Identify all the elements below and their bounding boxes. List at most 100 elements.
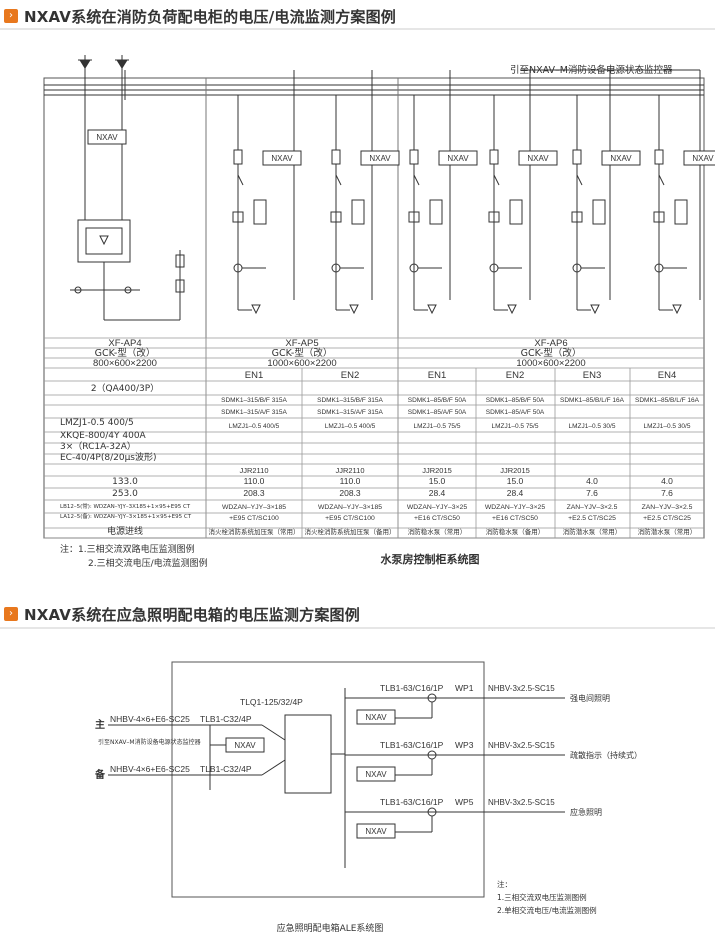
column-head: EN1: [245, 370, 263, 381]
backup-feed-label: 备: [94, 768, 106, 781]
cable-spec: +E95 CT/SC100: [229, 515, 279, 522]
feeder-drop: [408, 95, 443, 315]
feeder-drop: [232, 95, 267, 315]
ap4-spec: LB12–5(常): WDZAN–YJY–3X185+1×95+E95 CT: [60, 502, 191, 510]
cable-spec: +E16 CT/SC50: [492, 515, 538, 522]
diagram-caption: 应急照明配电箱ALE系统图: [277, 922, 384, 934]
load-use: 消防潜水泵（常用）: [563, 527, 622, 536]
backup-cable: NHBV-4×6+E6-SC25: [110, 764, 190, 774]
current-a: 7.6: [661, 488, 673, 498]
ct-spec: LMZJ1–0.5 400/5: [229, 423, 280, 430]
circuit-load: 应急照明: [570, 807, 602, 817]
section2-title: NXAV系统在应急照明配电箱的电压监测方案图例: [24, 605, 360, 624]
circuit-code: WP3: [455, 740, 474, 750]
circuit-cable: NHBV-3x2.5-SC15: [488, 741, 555, 750]
starter-spec: JJR2015: [422, 466, 452, 475]
monitor-note: 引至NXAV–M消防设备电源状态监控器: [98, 738, 201, 746]
panel-size: 800×600×2200: [93, 358, 157, 369]
diagram-caption: 水泵房控制柜系统图: [381, 552, 480, 566]
ap4-spec: EC-40/4P(8/20μs波形): [60, 451, 157, 463]
ct-spec: LMZJ1–0.5 30/5: [644, 423, 691, 430]
power-kw: 110.0: [340, 476, 361, 486]
circuit-breaker: TLB1-63/C16/1P: [380, 740, 444, 750]
nxav-module-circuit: NXAV: [356, 709, 396, 725]
cable-spec: ZAN–YJV–3×2.5: [642, 504, 693, 511]
cable-spec: WDZAN–YJY–3×25: [407, 504, 467, 511]
nxav-module-circuit: NXAV: [356, 766, 396, 782]
switch-spec: SDMK1–85/B/L/F 16A: [635, 397, 700, 404]
note-line: 2.单相交流电压/电流监测图例: [497, 905, 597, 915]
nxav-label: NXAV: [271, 154, 293, 163]
cable-spec: ZAN–YJV–3×2.5: [567, 504, 618, 511]
ap4-spec: XKQE-800/4Y 400A: [60, 431, 147, 441]
panel-type: GCK-型（改）: [95, 347, 156, 359]
cable-spec: +E95 CT/SC100: [325, 515, 375, 522]
chevron-right-icon: ›: [4, 607, 18, 621]
switch-spec: SDMK1–315/B/F 315A: [221, 397, 287, 404]
nxav-module-ap4: NXAV: [87, 129, 127, 145]
load-use: 消防稳水泵（备用）: [486, 527, 545, 536]
load-use: 消火栓消防系统加压泵（常用）: [209, 527, 300, 536]
panel-type: GCK-型（改）: [272, 347, 333, 359]
nxav-module: NXAV: [518, 150, 558, 166]
switch-spec: SDMK1–85/B/F 50A: [408, 397, 467, 404]
panel-size: 1000×600×2200: [267, 358, 336, 369]
ap4-spec: 2（QA400/3P）: [91, 383, 159, 394]
switch-spec: SDMK1–85/B/L/F 16A: [560, 397, 625, 404]
nxav-label: NXAV: [365, 713, 387, 722]
note-line: 2.三相交流电压/电流监测图例: [88, 557, 208, 569]
nxav-module: NXAV: [438, 150, 478, 166]
circuit-breaker: TLB1-63/C16/1P: [380, 797, 444, 807]
cable-spec: +E16 CT/SC50: [414, 515, 460, 522]
main-breaker: TLB1-C32/4P: [200, 714, 252, 724]
cable-spec: WDZAN–YJY–3×185: [318, 504, 382, 511]
circuit-load: 疏散指示（持续式）: [570, 750, 642, 760]
switch-spec: SDMK1–85/B/F 50A: [486, 397, 545, 404]
power-kw: 15.0: [429, 476, 446, 486]
starter-spec: JJR2110: [335, 466, 364, 475]
nxav-label: NXAV: [610, 154, 632, 163]
feeder-drop: [653, 95, 688, 315]
circuit-load: 强电间照明: [570, 693, 610, 703]
panel-size: 1000×600×2200: [516, 358, 585, 369]
switch-spec: SDMK1–315/A/F 315A: [221, 409, 287, 416]
section1-wiring: [0, 28, 715, 539]
ap4-spec: 电源进线: [107, 525, 143, 537]
switch-spec: SDMK1–85/A/F 50A: [408, 409, 467, 416]
circuit-code: WP5: [455, 797, 474, 807]
section1-labels: 引至NXAV–M消防设备电源状态监控器: [510, 64, 673, 76]
section2-header: › NXAV系统在应急照明配电箱的电压监测方案图例: [4, 604, 360, 624]
backup-breaker: TLB1-C32/4P: [200, 764, 252, 774]
circuit-breaker: TLB1-63/C16/1P: [380, 683, 444, 693]
nxav-label: NXAV: [527, 154, 549, 163]
power-kw: 110.0: [244, 476, 265, 486]
feeder-drop: [488, 95, 523, 315]
panel-name: XF-AP5: [285, 338, 318, 349]
switch-spec: SDMK1–315/B/F 315A: [317, 397, 383, 404]
nxav-module-incoming: NXAV: [225, 737, 265, 753]
nxav-label: NXAV: [96, 133, 118, 142]
nxav-label: NXAV: [365, 770, 387, 779]
ap4-spec: 253.0: [112, 489, 138, 499]
load-use: 消火栓消防系统加压泵（备用）: [305, 527, 396, 536]
nxav-label: NXAV: [447, 154, 469, 163]
note-line: 1.三相交流双电压监测图例: [497, 892, 587, 902]
main-feed-label: 主: [95, 718, 105, 731]
current-a: 208.3: [243, 488, 265, 498]
nxav-module: NXAV: [360, 150, 400, 166]
ap4-spec: 3×（RC1A-32A）: [60, 441, 136, 452]
current-a: 28.4: [429, 488, 446, 498]
nxav-module: NXAV: [683, 150, 715, 166]
column-head: EN2: [341, 370, 359, 381]
current-a: 7.6: [586, 488, 598, 498]
nxav-label: NXAV: [692, 154, 714, 163]
nxav-label: NXAV: [234, 741, 256, 750]
chevron-right-icon: ›: [4, 9, 18, 23]
cable-spec: +E2.5 CT/SC25: [643, 515, 691, 522]
cable-spec: WDZAN–YJY–3×185: [222, 504, 286, 511]
switch-spec: SDMK1–85/A/F 50A: [486, 409, 545, 416]
main-cable: NHBV-4×6+E6-SC25: [110, 714, 190, 724]
panel-name: XF-AP4: [108, 338, 141, 349]
ats-label: TLQ1-125/32/4P: [240, 697, 303, 707]
